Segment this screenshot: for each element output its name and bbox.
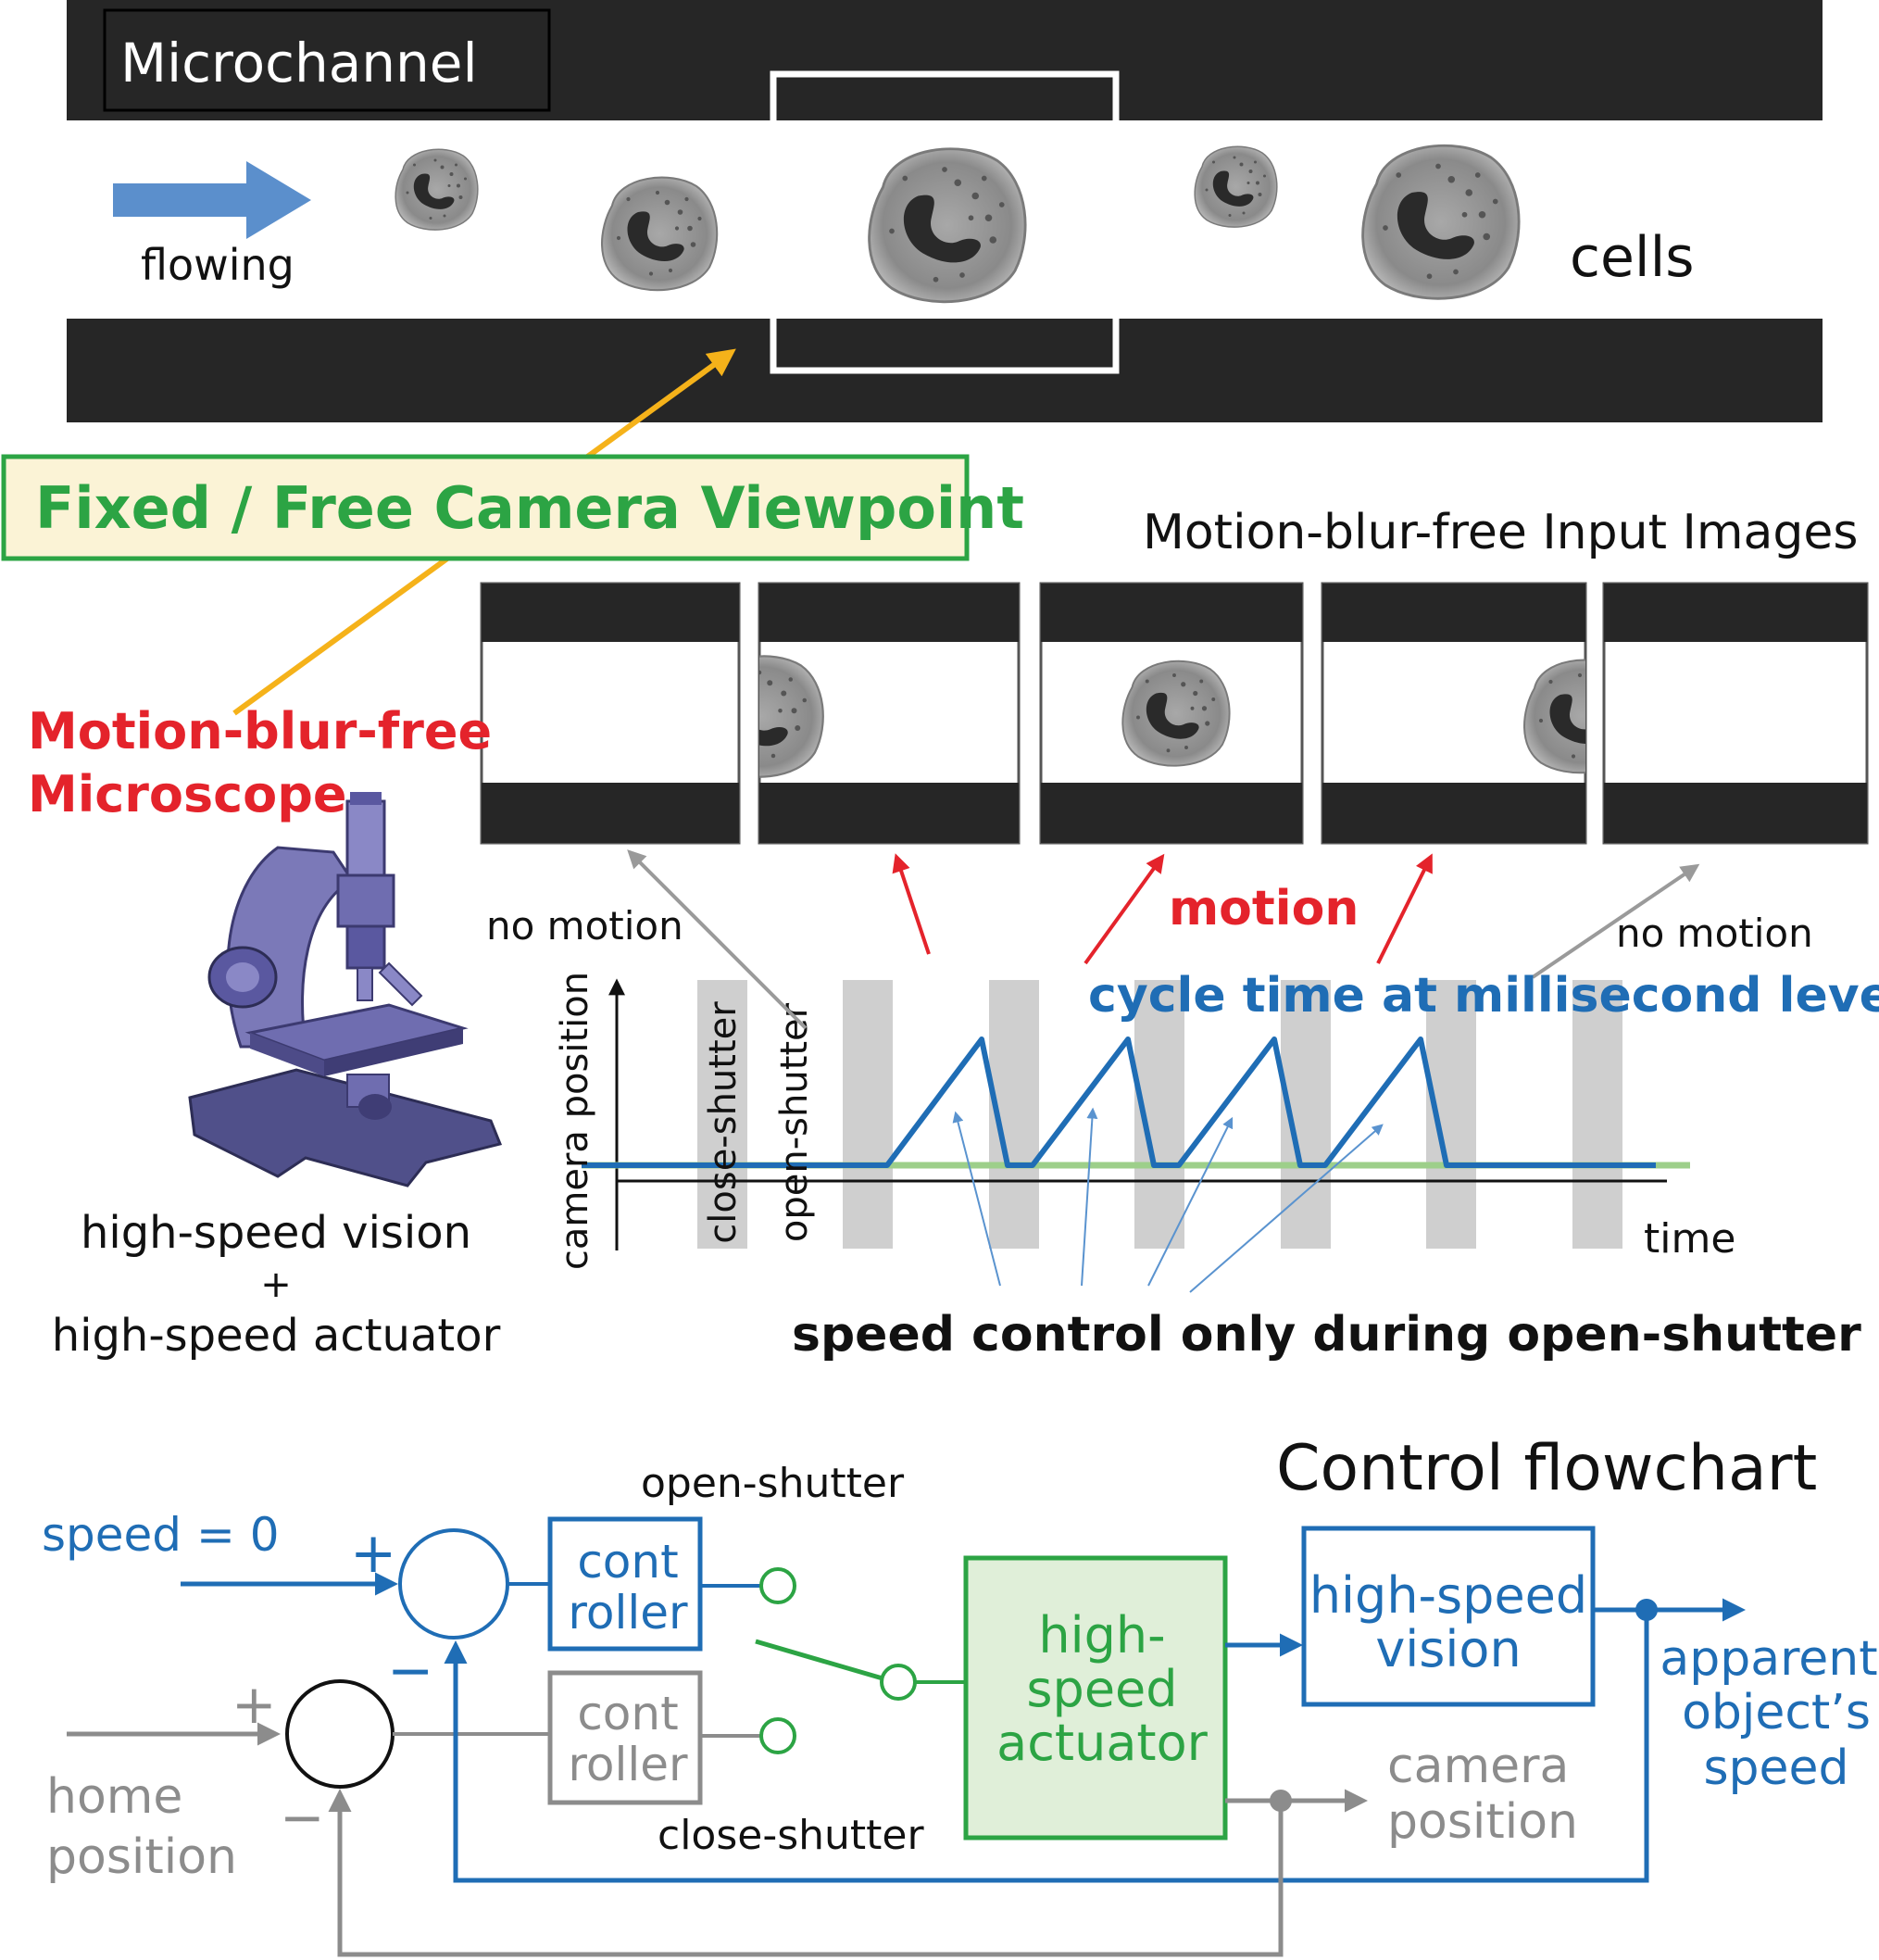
flowchart-title: Control flowchart xyxy=(1276,1432,1817,1505)
microchannel-panel: Microchannel flowing cells xyxy=(67,0,1823,422)
vision-label-line2: vision xyxy=(1375,1620,1521,1678)
microscope-title-line1: Motion-blur-free xyxy=(28,702,492,760)
viewpoint-frame xyxy=(770,70,1120,374)
no-motion-arrow xyxy=(627,849,808,1030)
cells-label: cells xyxy=(1570,225,1695,290)
y-axis-label: camera position xyxy=(554,972,596,1270)
vision-label-line1: high-speed xyxy=(1309,1566,1587,1625)
open-shutter-switch-label: open-shutter xyxy=(641,1460,905,1507)
input-frame xyxy=(1321,582,1587,845)
x-axis-label: time xyxy=(1644,1215,1735,1263)
output-label-line2: object’s xyxy=(1682,1685,1871,1740)
actuator-block xyxy=(963,1555,1228,1841)
cell xyxy=(600,176,719,292)
input-frame xyxy=(1602,582,1869,845)
actuator-label-line1: high- xyxy=(1038,1606,1165,1665)
microchannel-title-box xyxy=(103,8,551,112)
plus-sign: + xyxy=(350,1521,396,1586)
switch-pivot xyxy=(880,1664,917,1701)
close-shutter-switch-label: close-shutter xyxy=(658,1812,924,1859)
camera-label-line1: camera xyxy=(1387,1739,1569,1794)
vision-block xyxy=(1301,1526,1596,1707)
microscope-illustration xyxy=(188,792,503,1187)
shutter-bar xyxy=(1572,980,1622,1249)
controller-open-shutter xyxy=(547,1516,703,1652)
cell xyxy=(395,148,479,231)
position-feedback-line xyxy=(328,1789,1284,1957)
no-motion-arrow xyxy=(1531,863,1700,979)
flow-arrow xyxy=(113,161,311,239)
speed-control-pointer xyxy=(952,1111,1001,1287)
output-label-line1: apparent xyxy=(1660,1631,1877,1687)
camera-label-line2: position xyxy=(1387,1794,1578,1850)
controller-label-line2: roller xyxy=(568,1586,688,1640)
controller-label-line2: roller xyxy=(568,1738,688,1791)
home-label-line1: home xyxy=(46,1769,182,1825)
timing-chart: camera position close-shutter open-shutt… xyxy=(554,972,1861,1363)
motion-arrow xyxy=(1376,853,1433,964)
cycle-time-label: cycle time at millisecond level xyxy=(1088,968,1879,1024)
input-image-strip xyxy=(480,582,1869,845)
microscope-caption-line2: high-speed actuator xyxy=(52,1310,501,1362)
summing-junction-position xyxy=(285,1679,395,1789)
cell xyxy=(1361,144,1521,300)
viewpoint-label-box: Fixed / Free Camera Viewpoint xyxy=(1,454,1024,561)
home-label-line2: position xyxy=(46,1829,237,1885)
cell xyxy=(1194,145,1278,228)
input-images-title: Motion-blur-free Input Images xyxy=(1143,505,1858,560)
motion-arrow xyxy=(1084,853,1165,965)
input-frame xyxy=(480,582,741,845)
close-shutter-label: close-shutter xyxy=(702,1001,745,1244)
actuator-label-line2: speed xyxy=(1026,1660,1177,1718)
motion-arrow xyxy=(892,853,931,955)
minus-sign: − xyxy=(280,1786,325,1849)
switch-contact-open xyxy=(759,1567,796,1604)
camera-trajectory xyxy=(582,1037,1656,1168)
speed-control-pointer xyxy=(1189,1124,1384,1293)
open-shutter-label: open-shutter xyxy=(773,1002,816,1242)
shutter-bar xyxy=(843,980,893,1249)
controller-label-line1: cont xyxy=(577,1535,678,1589)
microscope-title-line2: Microscope xyxy=(28,765,347,823)
motion-label: motion xyxy=(1169,881,1359,936)
flow-label: flowing xyxy=(141,240,294,290)
microscope-caption-plus: + xyxy=(260,1263,292,1306)
speed-control-note: speed control only during open-shutter xyxy=(792,1307,1861,1363)
speed-input-label: speed = 0 xyxy=(42,1508,280,1562)
shutter-bar xyxy=(697,980,747,1249)
no-motion-label-right: no motion xyxy=(1616,911,1813,956)
flowchart: speed = 0 home position + − + − cont rol… xyxy=(42,1460,1878,1957)
speed-feedback-line xyxy=(444,1610,1649,1883)
input-frame xyxy=(758,582,1021,845)
no-motion-label-left: no motion xyxy=(486,903,683,949)
actuator-label-line3: actuator xyxy=(996,1714,1208,1772)
speed-control-pointer xyxy=(1147,1116,1234,1287)
microchannel-title: Microchannel xyxy=(120,31,478,94)
input-frame xyxy=(1039,582,1304,845)
plus-sign: + xyxy=(232,1673,277,1736)
viewpoint-label: Fixed / Free Camera Viewpoint xyxy=(35,474,1024,542)
minus-sign: − xyxy=(387,1639,433,1703)
switch-contact-close xyxy=(759,1717,796,1754)
controller-label-line1: cont xyxy=(577,1687,678,1740)
microscope-caption-line1: high-speed vision xyxy=(81,1207,471,1259)
output-label-line3: speed xyxy=(1703,1740,1848,1796)
summing-junction-speed xyxy=(398,1528,509,1640)
speed-control-pointer xyxy=(1081,1107,1098,1287)
cell xyxy=(868,147,1027,304)
switch-blade xyxy=(755,1639,883,1681)
